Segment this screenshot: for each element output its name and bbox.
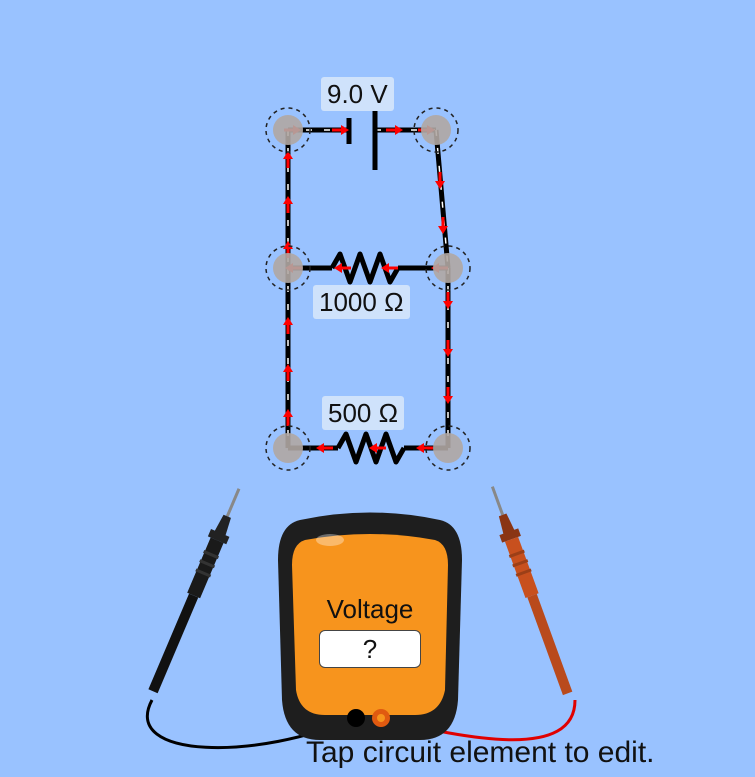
edit-hint: Tap circuit element to edit. [306, 736, 655, 769]
junction-bottom-left[interactable] [265, 425, 311, 471]
red-probe[interactable] [483, 483, 577, 697]
voltmeter[interactable] [278, 512, 462, 741]
voltmeter-title: Voltage [326, 594, 414, 624]
resistor-1000-ohm-label[interactable]: 1000 Ω [313, 285, 410, 319]
resistor-1000-ohm[interactable] [288, 251, 448, 285]
battery-voltage-label[interactable]: 9.0 V [321, 77, 394, 111]
junction-middle-left[interactable] [265, 245, 311, 291]
junction-top-right[interactable] [413, 107, 459, 153]
black-probe[interactable] [144, 485, 248, 695]
meter-black-jack [347, 709, 365, 727]
junction-top-left[interactable] [265, 107, 311, 153]
voltmeter-readout: ? [319, 630, 421, 668]
junction-middle-right[interactable] [425, 245, 471, 291]
junction-bottom-right[interactable] [425, 425, 471, 471]
wire-right-upper[interactable] [433, 129, 451, 269]
resistor-500-ohm-label[interactable]: 500 Ω [322, 396, 405, 430]
